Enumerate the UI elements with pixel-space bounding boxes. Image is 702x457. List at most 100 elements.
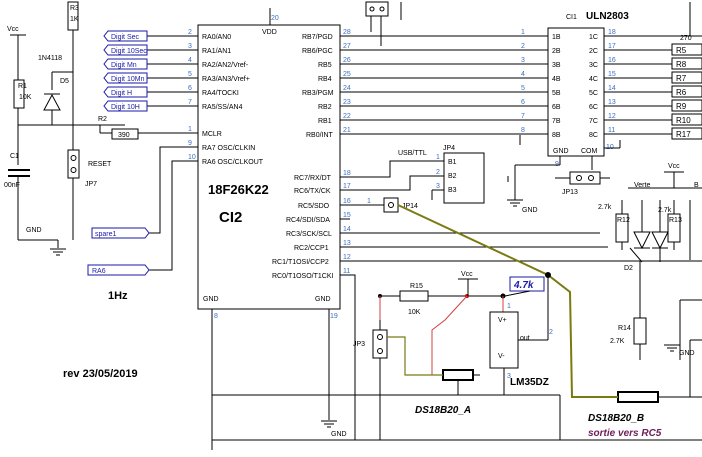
jp13-jumper[interactable]: JP13 (555, 171, 610, 196)
lm35-vplus: V+ (498, 317, 507, 324)
resistor-r7 (671, 71, 702, 84)
pin-num: 23 (343, 99, 351, 106)
pin-name: RA7 OSC/CLKIN (202, 145, 255, 152)
d5-diode (43, 93, 61, 111)
uln-pin: 2 (521, 43, 525, 50)
pin-ra6: 10 RA6 OSC/CLKOUT (145, 154, 264, 271)
diode-type: 1N4118 (38, 55, 62, 62)
jp7-label: JP7 (85, 181, 97, 188)
pin-num: 2 (188, 29, 192, 36)
pin-name: RA2/AN2/Vref- (202, 62, 249, 69)
uln-in: 5B (552, 90, 561, 97)
r1-value: 10K (19, 94, 32, 101)
pin-num: 25 (343, 71, 351, 78)
pin-name: RC1/T1OSI/CCP2 (272, 259, 329, 266)
resistor-r6 (671, 85, 702, 98)
pin-num: 24 (343, 85, 351, 92)
pin-num: 16 (343, 198, 351, 205)
r2-resistor (111, 128, 139, 140)
pin-num: 17 (343, 183, 351, 190)
mcu-gnd-left-pin: 8 (214, 313, 218, 320)
ds18b20-b-label: DS18B20_B (588, 413, 644, 424)
jp4-num: 2 (436, 169, 440, 176)
pin-name: RA3/AN3/Vref+ (202, 76, 250, 83)
jp14-jumper[interactable]: JP14 1 (367, 197, 418, 213)
pin-name: RB7/PGD (302, 34, 333, 41)
uln-pin: 15 (608, 71, 616, 78)
top-connector (365, 1, 389, 17)
pin-rb7: 28 RB7/PGD (302, 29, 540, 41)
led-section: Vcc Verte B 2.7k 2.7k R12 R13 D2 R14 2.7… (545, 163, 702, 360)
jp4-pin: B1 (448, 159, 457, 166)
uln-ref: CI1 (566, 14, 577, 21)
resistor-r10 (671, 113, 702, 126)
gnd-label-mcu: GND (331, 431, 347, 438)
pin-num: 7 (188, 99, 192, 106)
pin-num: 13 (343, 240, 351, 247)
uln-pin: 12 (608, 113, 616, 120)
pin-num: 3 (188, 43, 192, 50)
resistor-r5 (671, 43, 702, 56)
pin-ra7: 9 RA7 OSC/CLKIN (145, 140, 255, 234)
resistor-label: R7 (676, 74, 687, 83)
uln-gnd-label: GND (522, 207, 538, 214)
net-tag-digit-sec: Digit Sec (103, 30, 148, 42)
uln-pin: 11 (608, 127, 615, 134)
uln-out: 6C (589, 104, 598, 111)
pin-name: RC6/TX/CK (294, 188, 331, 195)
pin-ra2: 4 RA2/AN2/Vref- (145, 57, 249, 69)
uln-name: ULN2803 (586, 11, 629, 22)
resistor-label: R8 (676, 60, 687, 69)
mcu-gnd-right-pin: 19 (330, 313, 338, 320)
jp4-title: USB/TTL (398, 150, 427, 157)
uln-pin: 4 (521, 71, 525, 78)
r12-label: R12 (617, 217, 630, 224)
resistor-r8 (671, 57, 702, 70)
pin-num: 6 (188, 85, 192, 92)
uln-pin: 3 (521, 57, 525, 64)
frequency-label: 1Hz (108, 290, 128, 302)
ds18b20-b (617, 391, 659, 403)
resistor-bank: R5 R8 R7 R6 R9 R10 R17 (671, 43, 702, 140)
net-label: Digit 10H (111, 104, 140, 111)
mcu-right-pins: 28 RB7/PGD 27 RB6/PGC 26 RB5 25 RB4 24 R… (272, 29, 545, 393)
led-b (651, 231, 669, 250)
uln-in: 3B (552, 62, 561, 69)
reset-jumper[interactable] (67, 149, 80, 179)
pin-num: 10 (188, 154, 196, 161)
uln-pin: 8 (521, 127, 525, 134)
jp4-num: 3 (436, 183, 440, 190)
pin-name: RB1 (318, 118, 332, 125)
vcc-label-left: Vcc (7, 26, 19, 33)
led-d2 (633, 231, 651, 250)
resistor-label: R10 (676, 116, 691, 125)
net-tag-ra6: RA6 (87, 264, 150, 276)
jp3-jumper[interactable]: JP3 (353, 329, 388, 359)
reset-label: RESET (88, 161, 112, 168)
net-tag-spare1: spare1 (91, 227, 150, 239)
r1-resistor (13, 79, 25, 109)
pin-name: RB2 (318, 104, 332, 111)
uln-out: 7C (589, 118, 598, 125)
pin-rc0: 11 RC0/T1OSO/T1CKI (272, 268, 356, 393)
r14-value: 2.7K (610, 338, 625, 345)
jp4-pin: B3 (448, 187, 457, 194)
reset-section: Vcc R1 10K R3 1K 1N4118 D5 R2 390 C1 (4, 1, 165, 380)
jp4-connector: USB/TTL JP4 B1 B2 B3 1 2 3 (398, 135, 521, 204)
pin-name: RB3/PGM (302, 90, 334, 97)
gnd-label-leds: GND (679, 350, 695, 357)
uln-com: COM (581, 148, 598, 155)
pin-name: RB4 (318, 76, 332, 83)
led-b-label: B (694, 182, 699, 189)
jp3-label: JP3 (353, 341, 365, 348)
r12-value: 2.7k (598, 204, 612, 211)
pin-num: 28 (343, 29, 351, 36)
uln-out: 1C (589, 34, 598, 41)
pin-num: 12 (343, 254, 351, 261)
pin-rb2: 23 RB2 (318, 99, 540, 111)
r15-resistor (399, 290, 429, 302)
res-270-label: 270 (680, 35, 692, 42)
uln-pin: 18 (608, 29, 616, 36)
uln-pin: 13 (608, 99, 616, 106)
